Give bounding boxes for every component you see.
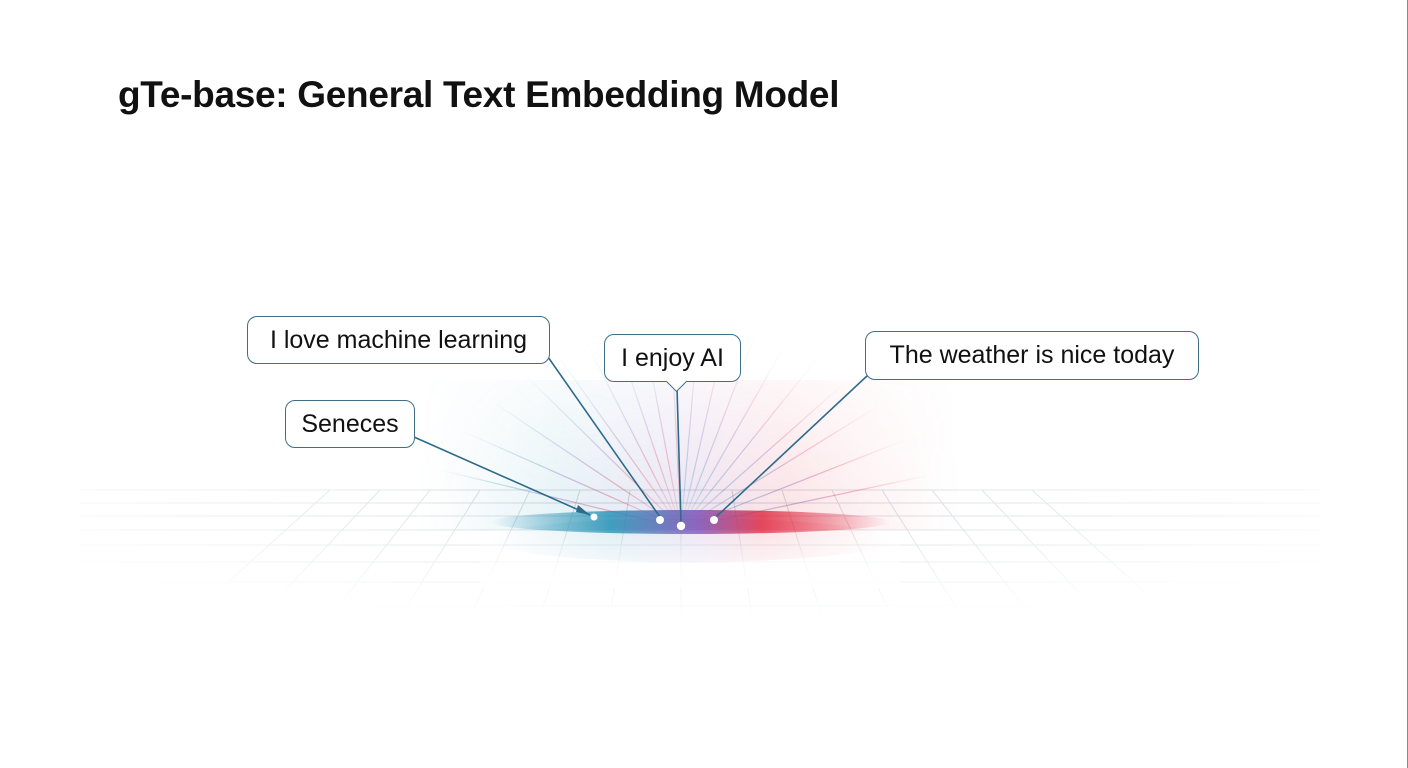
callout-label: The weather is nice today bbox=[889, 341, 1175, 369]
point-weather[interactable] bbox=[710, 516, 718, 524]
point-ai[interactable] bbox=[676, 521, 686, 531]
leader-line-weather bbox=[715, 374, 869, 518]
leader-line-ai bbox=[676, 387, 682, 524]
embedding-fan bbox=[420, 309, 960, 530]
callout-seneces[interactable]: Seneces bbox=[285, 400, 415, 448]
leader-line-ml bbox=[547, 356, 661, 518]
arrowhead-icon bbox=[576, 505, 590, 515]
point-ml[interactable] bbox=[656, 516, 664, 524]
callout-label: Seneces bbox=[301, 409, 399, 438]
page-title: gTe-base: General Text Embedding Model bbox=[118, 74, 840, 115]
callout-label: I enjoy AI bbox=[621, 343, 724, 372]
leader-line-seneces bbox=[413, 436, 591, 516]
point-seneces[interactable] bbox=[590, 513, 598, 521]
embedding-points bbox=[590, 513, 718, 531]
callout-label: I love machine learning bbox=[269, 325, 528, 354]
callout-i-love-machine-learning[interactable]: I love machine learning bbox=[247, 316, 550, 364]
callout-weather-is-nice-today[interactable]: The weather is nice today bbox=[865, 331, 1199, 380]
leader-lines bbox=[413, 356, 869, 524]
